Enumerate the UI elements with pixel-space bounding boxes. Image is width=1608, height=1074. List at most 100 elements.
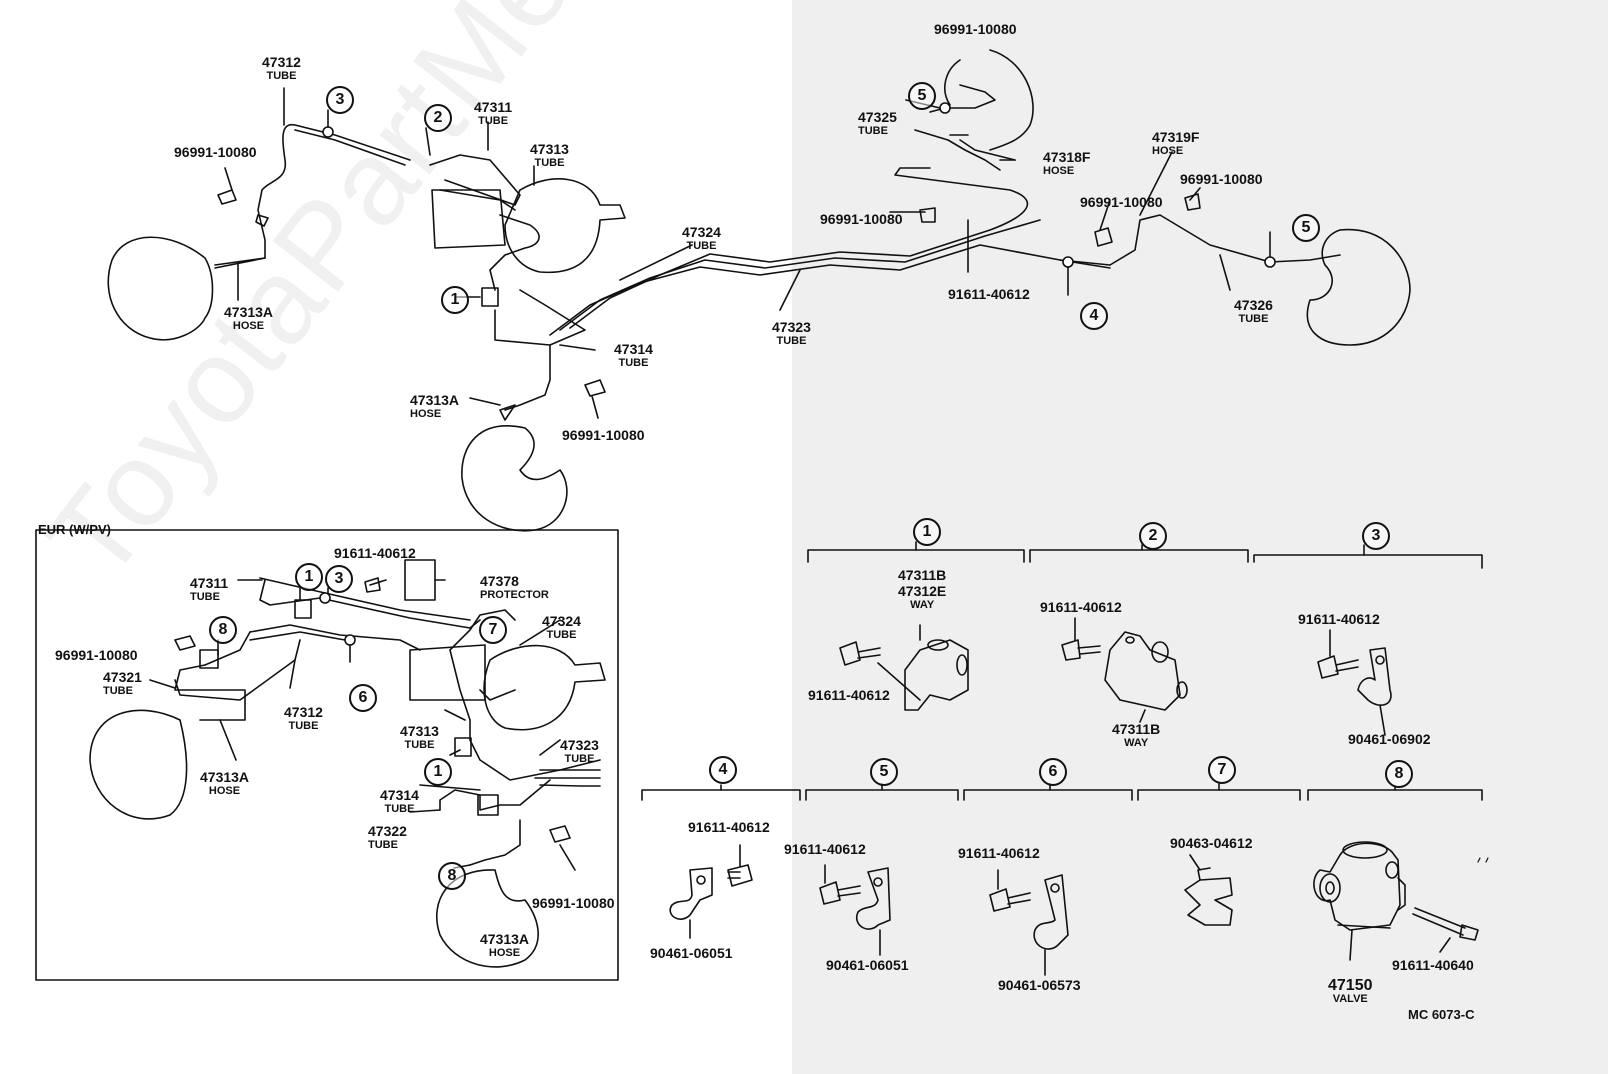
detail-bracket-7 [1137,789,1301,801]
detail-5-clamp [855,867,891,930]
callout-eur-1-bottom: 1 [424,758,452,786]
brake-assembly-front-left [107,236,214,341]
detail-1-bolt [839,641,881,666]
eur-inset-frame [35,529,619,981]
part-number: 90461-06051 [650,945,733,961]
part-number: 47313A [480,931,530,947]
label-detail-5-clamp: 90461-06051 [826,958,909,974]
label-96991-a: 96991-10080 [174,145,257,161]
detail-5-bolt [819,881,861,905]
part-number: 47322 [368,823,407,839]
callout-eur-3: 3 [325,565,353,593]
callout-2-top: 2 [424,104,452,132]
part-number: 47319F [1152,129,1200,145]
part-number: 47313A [410,392,460,408]
label-96991-b: 96991-10080 [562,428,645,444]
label-detail-8-bolt: 91611-40640 [1392,958,1474,974]
brake-assembly-rear-right [1306,228,1411,346]
part-number: 47311B [898,567,947,583]
part-number: 47321 [103,669,142,685]
detail-2-way-fitting [1104,631,1181,711]
part-type: TUBE [546,629,577,641]
hose-47318F [959,139,1016,161]
part-number: 47325 [858,109,897,125]
label-96991-e: 96991-10080 [1180,172,1263,188]
callout-5-right: 5 [1292,214,1320,242]
callout-detail-5: 5 [870,758,898,786]
part-number: 47378 [480,573,519,589]
part-number: 47314 [380,787,419,803]
part-type: WAY [910,599,935,611]
part-type: TUBE [534,157,565,169]
label-91611-mid: 91611-40612 [948,287,1030,303]
callout-eur-1-top: 1 [295,563,323,591]
label-detail-6-bolt: 91611-40612 [958,846,1040,862]
part-number: 47324 [542,613,581,629]
part-number: 47324 [682,224,721,240]
part-number: 90463-04612 [1170,835,1253,851]
part-type: TUBE [564,753,595,765]
tube-47311 [429,154,521,206]
callout-1-top: 1 [441,286,469,314]
brake-assembly-front-right [944,49,1034,151]
brake-booster [504,178,626,274]
part-type: WAY [1124,737,1149,749]
callout-detail-1: 1 [913,518,941,546]
part-number: 91611-40640 [1392,957,1474,973]
label-detail-6-clamp: 90461-06573 [998,978,1081,994]
clip-96991-c [919,207,936,223]
part-number: 96991-10080 [820,211,903,227]
part-number: 96991-10080 [1080,194,1163,210]
part-number: 90461-06051 [826,957,909,973]
part-number: 90461-06573 [998,977,1081,993]
part-number: 91611-40612 [948,286,1030,302]
part-type: TUBE [368,839,398,851]
part-type: HOSE [410,408,442,420]
label-detail-3-bolt: 91611-40612 [1298,612,1380,628]
detail-bracket-5 [805,789,959,801]
part-type: TUBE [404,739,435,751]
clip-96991-a [217,189,237,205]
tube-47313 [489,214,540,291]
label-detail-4-clamp: 90461-06051 [650,946,733,962]
part-number: 90461-06902 [1348,731,1431,747]
eur-brake-drum-bottom [435,869,539,968]
label-detail-1-bolt: 91611-40612 [808,688,890,704]
callout-eur-7: 7 [479,616,507,644]
label-detail-4-bolt: 91611-40612 [688,820,770,836]
part-number: 47323 [772,319,811,335]
label-eur-96991-a: 96991-10080 [55,648,138,664]
label-96991-c: 96991-10080 [934,22,1017,38]
callout-4-top: 4 [1080,302,1108,330]
part-number: 96991-10080 [55,647,138,663]
detail-bracket-1 [807,549,1025,563]
part-number: 47318F [1043,149,1091,165]
detail-bracket-3 [1253,554,1483,569]
part-number: 47311 [190,575,229,591]
tube-47325 [914,129,1001,171]
part-type: HOSE [488,947,521,959]
detail-6-clamp [1033,874,1069,950]
callout-detail-6: 6 [1039,758,1067,786]
part-type: TUBE [776,335,807,347]
detail-2-bolt [1061,639,1101,661]
eur-brake-drum-left [89,709,188,820]
callout-detail-2: 2 [1139,522,1167,550]
detail-bracket-4 [641,789,801,801]
